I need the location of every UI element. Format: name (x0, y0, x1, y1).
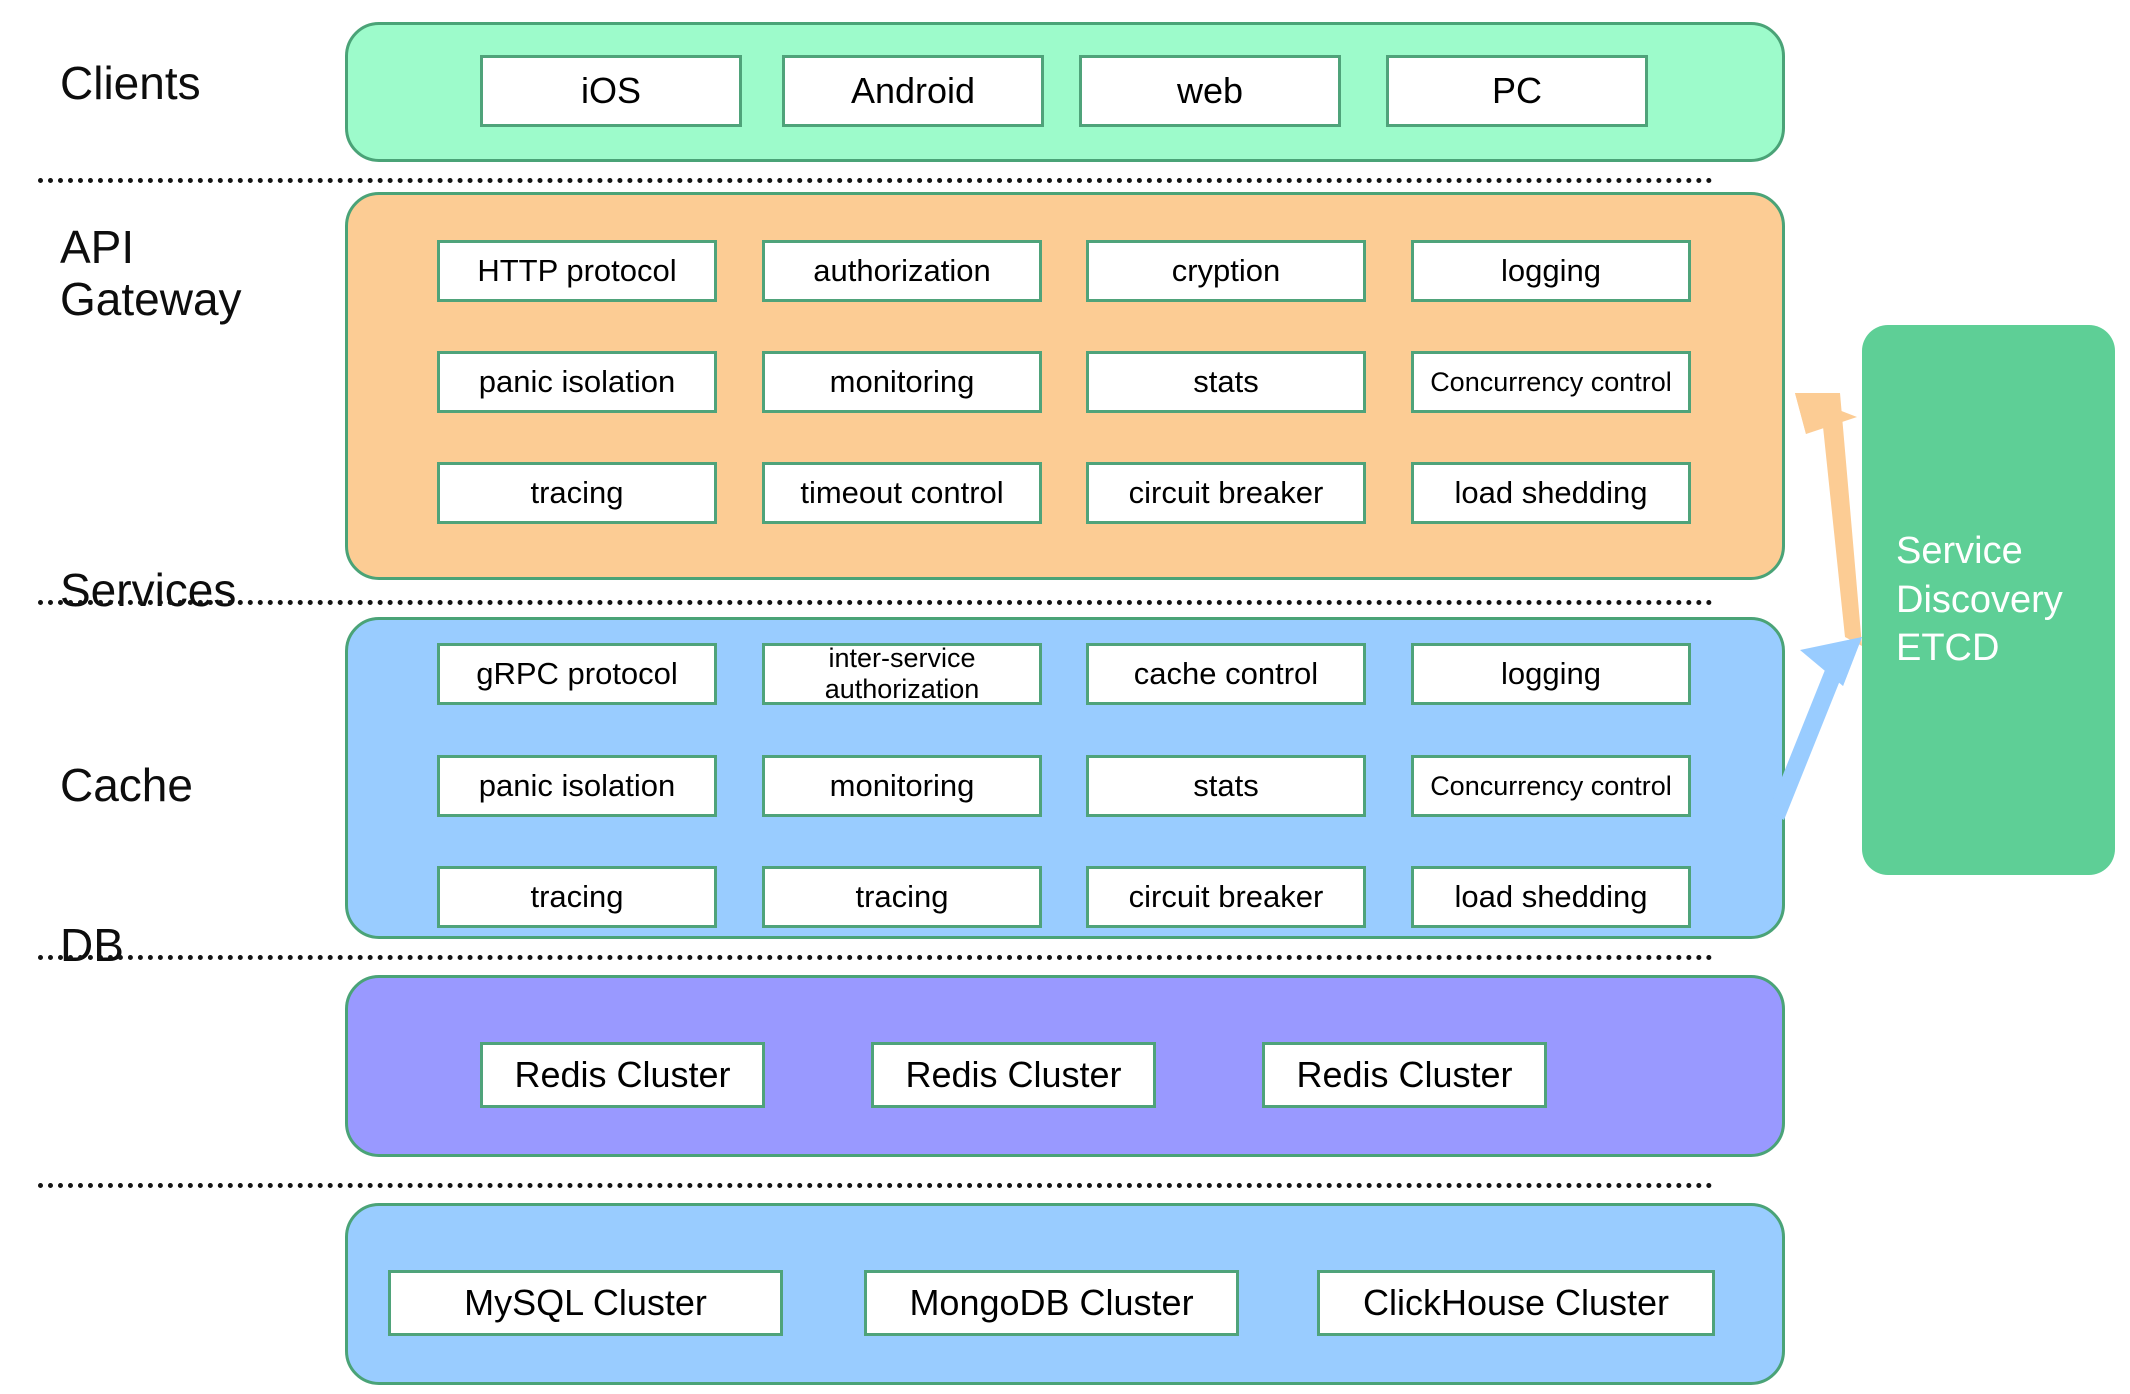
service-discovery-label: Service Discovery ETCD (1896, 530, 2063, 670)
row-label-clients: Clients (60, 57, 201, 109)
chip-redis-cluster-1[interactable]: Redis Cluster (480, 1042, 765, 1108)
chip-load-shedding-gateway[interactable]: load shedding (1411, 462, 1691, 524)
divider-services-cache (38, 955, 1713, 960)
chip-mongodb-cluster[interactable]: MongoDB Cluster (864, 1270, 1239, 1336)
chip-cache-control[interactable]: cache control (1086, 643, 1366, 705)
divider-gateway-services (38, 600, 1713, 605)
chip-grpc-protocol[interactable]: gRPC protocol (437, 643, 717, 705)
row-label-db: DB (60, 919, 124, 971)
divider-clients-gateway (38, 178, 1713, 183)
chip-timeout-control[interactable]: timeout control (762, 462, 1042, 524)
chip-android[interactable]: Android (782, 55, 1044, 127)
chip-web[interactable]: web (1079, 55, 1341, 127)
row-label-cache: Cache (60, 759, 193, 811)
chip-ios[interactable]: iOS (480, 55, 742, 127)
chip-circuit-breaker-gateway[interactable]: circuit breaker (1086, 462, 1366, 524)
chip-redis-cluster-3[interactable]: Redis Cluster (1262, 1042, 1547, 1108)
chip-cryption[interactable]: cryption (1086, 240, 1366, 302)
chip-stats-services[interactable]: stats (1086, 755, 1366, 817)
chip-authorization[interactable]: authorization (762, 240, 1042, 302)
service-discovery-etcd-box[interactable]: Service Discovery ETCD (1862, 325, 2115, 875)
chip-monitoring-gateway[interactable]: monitoring (762, 351, 1042, 413)
chip-tracing-services-2[interactable]: tracing (762, 866, 1042, 928)
chip-logging-services[interactable]: logging (1411, 643, 1691, 705)
chip-stats-gateway[interactable]: stats (1086, 351, 1366, 413)
chip-tracing-services-1[interactable]: tracing (437, 866, 717, 928)
divider-cache-db (38, 1183, 1713, 1188)
chip-monitoring-services[interactable]: monitoring (762, 755, 1042, 817)
chip-circuit-breaker-services[interactable]: circuit breaker (1086, 866, 1366, 928)
chip-http-protocol[interactable]: HTTP protocol (437, 240, 717, 302)
arrow-etcd-to-api-gateway (1795, 393, 1862, 646)
chip-pc[interactable]: PC (1386, 55, 1648, 127)
row-label-services: Services (60, 564, 237, 616)
chip-panic-isolation-services[interactable]: panic isolation (437, 755, 717, 817)
chip-mysql-cluster[interactable]: MySQL Cluster (388, 1270, 783, 1336)
chip-concurrency-control-services[interactable]: Concurrency control (1411, 755, 1691, 817)
chip-tracing-gateway[interactable]: tracing (437, 462, 717, 524)
chip-inter-service-authorization[interactable]: inter-service authorization (762, 643, 1042, 705)
chip-concurrency-control-gateway[interactable]: Concurrency control (1411, 351, 1691, 413)
row-label-api-gateway: API Gateway (60, 221, 242, 325)
chip-panic-isolation-gateway[interactable]: panic isolation (437, 351, 717, 413)
chip-clickhouse-cluster[interactable]: ClickHouse Cluster (1317, 1270, 1715, 1336)
chip-logging-gateway[interactable]: logging (1411, 240, 1691, 302)
chip-load-shedding-services[interactable]: load shedding (1411, 866, 1691, 928)
chip-redis-cluster-2[interactable]: Redis Cluster (871, 1042, 1156, 1108)
